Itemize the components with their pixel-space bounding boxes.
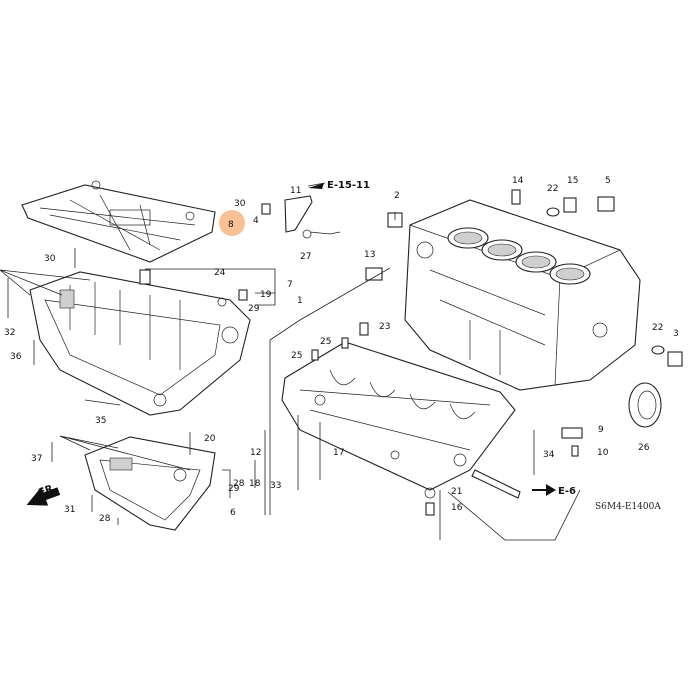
callout-28b[interactable]: 28: [99, 514, 111, 524]
callout-17[interactable]: 17: [333, 448, 344, 458]
callout-33[interactable]: 33: [270, 481, 281, 491]
callout-32[interactable]: 32: [4, 328, 15, 338]
callout-10[interactable]: 10: [597, 448, 609, 458]
callout-labels: 1 2 3 4 5 6 7 8 9 10 11 12 13 14 15 16 1…: [4, 176, 679, 524]
callout-8[interactable]: 8: [228, 220, 234, 230]
callout-6[interactable]: 6: [230, 508, 236, 518]
callout-16[interactable]: 16: [451, 503, 463, 513]
callout-18[interactable]: 18: [249, 479, 261, 489]
callout-2[interactable]: 2: [394, 191, 400, 201]
bearing-cap-assembly: [281, 341, 516, 491]
callout-31[interactable]: 31: [64, 505, 75, 515]
callout-22b[interactable]: 22: [652, 323, 663, 333]
callout-28a[interactable]: 28: [233, 479, 245, 489]
callout-37[interactable]: 37: [31, 454, 42, 464]
leader-lines: [0, 182, 581, 541]
callout-20[interactable]: 20: [204, 434, 216, 444]
oil-pan-lower: [84, 436, 216, 531]
diagram-code: S6M4-E1400A: [595, 502, 661, 512]
callout-30a[interactable]: 30: [234, 199, 246, 209]
callout-30b[interactable]: 30: [44, 254, 56, 264]
callout-25a[interactable]: 25: [291, 351, 302, 361]
callout-21[interactable]: 21: [451, 487, 462, 497]
ref-e-15-11[interactable]: E-15-11: [327, 180, 370, 191]
callout-34[interactable]: 34: [543, 450, 555, 460]
callout-35[interactable]: 35: [95, 416, 106, 426]
ref-e-6[interactable]: E-6: [558, 486, 576, 497]
callout-14[interactable]: 14: [512, 176, 524, 186]
callout-29b[interactable]: 29: [228, 484, 240, 494]
callout-19[interactable]: 19: [260, 290, 272, 300]
callout-36[interactable]: 36: [10, 352, 22, 362]
highlight-marker[interactable]: [219, 210, 245, 236]
callout-15[interactable]: 15: [567, 176, 578, 186]
arrows: [26, 183, 556, 506]
callout-9[interactable]: 9: [598, 425, 604, 435]
callout-3[interactable]: 3: [673, 329, 679, 339]
callout-5[interactable]: 5: [605, 176, 611, 186]
callout-26[interactable]: 26: [638, 443, 650, 453]
callout-7[interactable]: 7: [287, 280, 293, 290]
callout-29a[interactable]: 29: [248, 304, 260, 314]
oil-seal: [628, 382, 662, 428]
callout-13[interactable]: 13: [364, 250, 375, 260]
callout-27[interactable]: 27: [300, 252, 311, 262]
callout-24[interactable]: 24: [214, 268, 226, 278]
callout-4[interactable]: 4: [253, 216, 259, 226]
callout-22a[interactable]: 22: [547, 184, 558, 194]
callout-23[interactable]: 23: [379, 322, 390, 332]
callout-11[interactable]: 11: [290, 186, 301, 196]
bolts: [7, 248, 535, 525]
callout-12[interactable]: 12: [250, 448, 261, 458]
callout-1[interactable]: 1: [297, 296, 303, 306]
oil-pan-upper: [29, 269, 251, 416]
cylinder-block: [404, 199, 641, 391]
baffle-plate: [21, 180, 216, 263]
callout-25b[interactable]: 25: [320, 337, 331, 347]
